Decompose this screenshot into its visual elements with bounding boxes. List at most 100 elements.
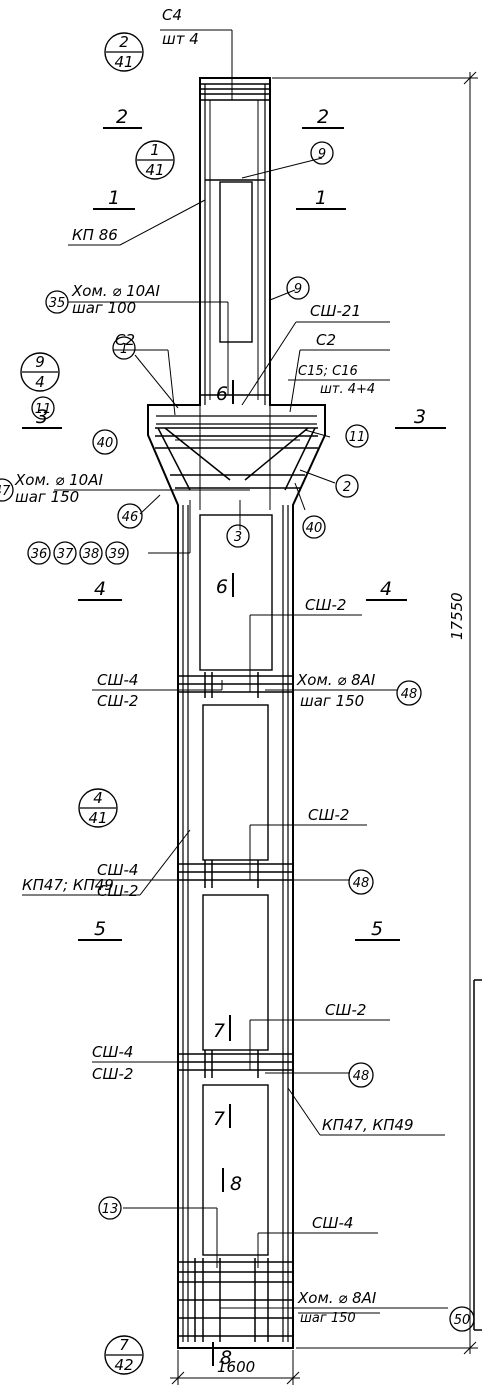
svg-text:3: 3 bbox=[36, 406, 48, 428]
svg-text:С4: С4 bbox=[162, 6, 182, 24]
mesh-belt-3 bbox=[178, 1050, 293, 1078]
svg-text:35: 35 bbox=[49, 296, 66, 311]
svg-text:1: 1 bbox=[108, 187, 120, 209]
svg-text:4: 4 bbox=[380, 578, 392, 600]
detail-ref-4-41: 4 41 bbox=[78, 788, 118, 828]
svg-text:41: 41 bbox=[88, 809, 107, 827]
detail-ref-2-41: 2 41 bbox=[104, 32, 144, 72]
svg-text:36: 36 bbox=[31, 547, 48, 562]
svg-text:40: 40 bbox=[97, 436, 114, 451]
svg-text:4: 4 bbox=[94, 578, 106, 600]
svg-text:СШ-2: СШ-2 bbox=[97, 882, 138, 900]
svg-text:47: 47 bbox=[0, 484, 11, 499]
svg-text:СШ-2: СШ-2 bbox=[97, 692, 138, 710]
detail-ref-1-41: 1 41 bbox=[135, 140, 175, 180]
svg-text:48: 48 bbox=[401, 687, 418, 702]
svg-text:41: 41 bbox=[114, 53, 133, 71]
bar-marks: 6 6 7 7 8 8 bbox=[212, 380, 242, 1369]
svg-text:40: 40 bbox=[306, 521, 323, 536]
svg-text:1: 1 bbox=[315, 187, 327, 209]
svg-text:2: 2 bbox=[343, 480, 351, 495]
mesh-belt-2 bbox=[178, 860, 293, 888]
column-outline bbox=[147, 77, 326, 1349]
svg-text:46: 46 bbox=[122, 510, 139, 525]
detail-ref-7-42: 7 42 bbox=[104, 1335, 144, 1375]
position-callouts bbox=[0, 141, 475, 1332]
svg-text:6: 6 bbox=[216, 576, 228, 598]
svg-text:шаг 100: шаг 100 bbox=[72, 299, 136, 317]
svg-text:17550: 17550 bbox=[448, 592, 466, 640]
svg-text:2: 2 bbox=[317, 106, 329, 128]
svg-text:50: 50 bbox=[454, 1313, 471, 1328]
svg-text:8: 8 bbox=[230, 1173, 242, 1195]
svg-text:Хом. ⌀ 10АI: Хом. ⌀ 10АI bbox=[71, 282, 160, 300]
svg-text:СШ-4: СШ-4 bbox=[97, 671, 138, 689]
svg-text:13: 13 bbox=[102, 1202, 119, 1217]
svg-text:Хом. ⌀ 8АI: Хом. ⌀ 8АI bbox=[296, 671, 376, 689]
width-dimension bbox=[170, 1350, 300, 1385]
svg-text:9: 9 bbox=[35, 353, 45, 371]
svg-text:4: 4 bbox=[93, 789, 103, 807]
svg-text:шаг 150: шаг 150 bbox=[300, 1311, 356, 1326]
svg-text:4: 4 bbox=[35, 373, 45, 391]
height-dimension bbox=[272, 71, 478, 1355]
corbel-reinforcement bbox=[155, 394, 318, 510]
svg-text:9: 9 bbox=[318, 147, 326, 162]
svg-text:11: 11 bbox=[349, 430, 366, 445]
svg-text:Хом. ⌀ 8АI: Хом. ⌀ 8АI bbox=[297, 1289, 377, 1307]
svg-text:37: 37 bbox=[57, 547, 74, 562]
detail-ref-9-4: 9 4 bbox=[20, 352, 60, 392]
svg-text:3: 3 bbox=[414, 406, 426, 428]
svg-text:9: 9 bbox=[294, 282, 302, 297]
title-block-edge bbox=[473, 979, 482, 1331]
column-inner-lines bbox=[156, 84, 317, 1342]
svg-text:КП47; КП49: КП47; КП49 bbox=[22, 876, 114, 894]
svg-text:38: 38 bbox=[83, 547, 100, 562]
svg-text:7: 7 bbox=[213, 1108, 225, 1130]
mesh-belt-bottom bbox=[178, 1258, 293, 1342]
svg-text:СШ-4: СШ-4 bbox=[312, 1214, 353, 1232]
top-mesh bbox=[200, 70, 270, 400]
svg-text:С2: С2 bbox=[115, 331, 135, 349]
svg-text:2: 2 bbox=[116, 106, 128, 128]
svg-text:КП47, КП49: КП47, КП49 bbox=[322, 1116, 414, 1134]
svg-text:СШ-2: СШ-2 bbox=[325, 1001, 366, 1019]
svg-text:41: 41 bbox=[145, 161, 164, 179]
svg-text:5: 5 bbox=[371, 918, 383, 940]
svg-text:1: 1 bbox=[120, 342, 128, 357]
section-mark-numbers: 2 2 1 1 3 3 4 4 5 5 bbox=[36, 106, 426, 940]
svg-text:СШ-2: СШ-2 bbox=[308, 806, 349, 824]
svg-text:шаг 150: шаг 150 bbox=[300, 692, 364, 710]
svg-text:1600: 1600 bbox=[217, 1358, 255, 1376]
svg-text:2: 2 bbox=[119, 33, 129, 51]
svg-text:48: 48 bbox=[353, 1069, 370, 1084]
mesh-belt-1 bbox=[178, 672, 293, 698]
svg-text:СШ-2: СШ-2 bbox=[305, 596, 346, 614]
svg-text:7: 7 bbox=[119, 1336, 129, 1354]
svg-text:С2: С2 bbox=[316, 331, 336, 349]
svg-text:1: 1 bbox=[150, 141, 160, 159]
svg-text:11: 11 bbox=[35, 402, 52, 417]
svg-text:8: 8 bbox=[220, 1347, 232, 1369]
svg-text:СШ-4: СШ-4 bbox=[97, 861, 138, 879]
svg-text:шаг 150: шаг 150 bbox=[15, 488, 79, 506]
svg-text:7: 7 bbox=[213, 1020, 225, 1042]
svg-text:42: 42 bbox=[114, 1356, 133, 1374]
svg-text:СШ-2: СШ-2 bbox=[92, 1065, 133, 1083]
svg-text:6: 6 bbox=[216, 383, 228, 405]
svg-text:СШ-4: СШ-4 bbox=[92, 1043, 133, 1061]
svg-text:СШ-21: СШ-21 bbox=[310, 302, 361, 320]
leader-lines bbox=[22, 29, 448, 1314]
position-callout-numbers: 9 9 35 1 11 11 40 2 47 46 40 3 36 37 38 … bbox=[0, 147, 470, 1328]
svg-text:С15; С16: С15; С16 bbox=[298, 364, 358, 379]
svg-text:шт. 4+4: шт. 4+4 bbox=[320, 382, 375, 397]
section-underlines bbox=[22, 127, 446, 941]
svg-text:шт 4: шт 4 bbox=[162, 30, 199, 48]
svg-text:3: 3 bbox=[234, 530, 242, 545]
annotation-labels: С4 шт 4 КП 86 Хом. ⌀ 10АI шаг 100 СШ-21 … bbox=[14, 6, 466, 1376]
svg-text:39: 39 bbox=[109, 547, 126, 562]
svg-text:48: 48 bbox=[353, 876, 370, 891]
svg-text:5: 5 bbox=[94, 918, 106, 940]
svg-text:Хом. ⌀ 10АI: Хом. ⌀ 10АI bbox=[14, 471, 103, 489]
